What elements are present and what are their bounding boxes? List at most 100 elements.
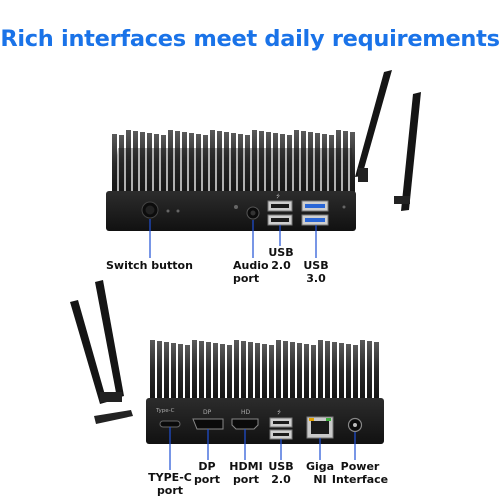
bottom-usb20-ports: ⭍ (269, 410, 293, 440)
heatsink-fin (301, 131, 306, 192)
heatsink-fin (294, 130, 299, 192)
heatsink-fin (171, 343, 176, 399)
audio-jack-icon (234, 205, 260, 220)
heatsink-fin (164, 342, 169, 399)
type-c-panel-text: Type-C (155, 408, 175, 414)
heatsink-fin (276, 340, 281, 399)
heatsink-fin (304, 344, 309, 399)
heatsink-fin (199, 341, 204, 399)
ethernet-icon (306, 416, 334, 439)
heatsink-fin (227, 345, 232, 399)
heatsink-fin (248, 342, 253, 399)
heatsink-fin (336, 130, 341, 192)
bottom-heatsink (150, 340, 379, 399)
heatsink-fin (140, 132, 145, 192)
dp-port-label: DP port (193, 460, 221, 486)
usb-icon: ⭍ (276, 194, 280, 200)
power-button-icon (141, 201, 159, 219)
heatsink-fin (315, 133, 320, 192)
heatsink-fin (238, 134, 243, 192)
hdmi-port-label: HDMI port (229, 460, 263, 486)
heatsink-fin (217, 131, 222, 192)
headline: Rich interfaces meet daily requirements (0, 26, 500, 52)
heatsink-fin (311, 345, 316, 399)
dp-panel-text: DP (203, 409, 212, 416)
heatsink-fin (126, 130, 131, 192)
usb30-label-top: USB 3.0 (303, 259, 329, 285)
top-usb30-ports (301, 200, 329, 226)
heatsink-fin (353, 345, 358, 399)
heatsink-fin (339, 343, 344, 399)
switch-button-label: Switch button (106, 259, 193, 272)
audio-port-label: Audio port (233, 259, 269, 285)
heatsink-fin (280, 134, 285, 192)
heatsink-fin (297, 343, 302, 399)
top-heatsink (112, 130, 355, 192)
heatsink-fin (273, 133, 278, 192)
heatsink-fin (220, 344, 225, 399)
heatsink-fin (189, 133, 194, 192)
heatsink-fin (154, 134, 159, 192)
heatsink-fin (329, 135, 334, 192)
heatsink-fin (255, 343, 260, 399)
heatsink-fin (196, 134, 201, 192)
antenna-icon (355, 70, 421, 211)
antenna-icon (70, 280, 133, 424)
heatsink-fin (262, 344, 267, 399)
usb20-label-bottom: USB 2.0 (268, 460, 294, 486)
heatsink-fin (234, 340, 239, 399)
usb20-label-top: USB 2.0 (268, 246, 294, 272)
heatsink-fin (147, 133, 152, 192)
heatsink-fin (343, 131, 348, 192)
dc-power-icon (347, 417, 363, 433)
heatsink-fin (346, 344, 351, 399)
heatsink-fin (252, 130, 257, 192)
hdmi-port (231, 418, 259, 430)
heatsink-fin (287, 135, 292, 192)
heatsink-fin (308, 132, 313, 192)
heatsink-fin (360, 340, 365, 399)
heatsink-fin (206, 342, 211, 399)
heatsink-fin (322, 134, 327, 192)
heatsink-fin (119, 135, 124, 192)
heatsink-fin (213, 343, 218, 399)
heatsink-fin (374, 342, 379, 399)
top-usb20-ports: ⭍ (267, 194, 293, 226)
heatsink-fin (283, 341, 288, 399)
heatsink-fin (325, 341, 330, 399)
heatsink-fin (157, 341, 162, 399)
bottom-callout-lines (169, 427, 356, 470)
power-interface-label: Power Interface (331, 460, 389, 486)
heatsink-fin (367, 341, 372, 399)
heatsink-fin (150, 340, 155, 399)
dp-port (192, 418, 224, 430)
heatsink-fin (133, 131, 138, 192)
heatsink-fin (350, 132, 355, 192)
heatsink-fin (210, 130, 215, 192)
top-front-panel (106, 191, 356, 231)
heatsink-fin (178, 344, 183, 399)
bottom-front-panel (146, 398, 384, 444)
heatsink-fin (161, 135, 166, 192)
heatsink-fin (185, 345, 190, 399)
heatsink-fin (332, 342, 337, 399)
top-callout-lines (149, 219, 317, 258)
heatsink-fin (259, 131, 264, 192)
bottom-device: Type-C DP HD ⭍ (70, 280, 384, 470)
heatsink-fin (224, 132, 229, 192)
heatsink-fin (241, 341, 246, 399)
heatsink-fin (175, 131, 180, 192)
top-device: ⭍ (106, 70, 421, 258)
heatsink-fin (318, 340, 323, 399)
giga-ni-label: Giga NI (305, 460, 335, 486)
hdmi-panel-text: HD (241, 409, 251, 416)
heatsink-fin (182, 132, 187, 192)
heatsink-fin (266, 132, 271, 192)
heatsink-fin (269, 345, 274, 399)
usb-icon: ⭍ (277, 410, 281, 416)
heatsink-fin (192, 340, 197, 399)
type-c-port-label: TYPE-C port (148, 471, 192, 497)
heatsink-fin (203, 135, 208, 192)
type-c-port (159, 420, 181, 428)
